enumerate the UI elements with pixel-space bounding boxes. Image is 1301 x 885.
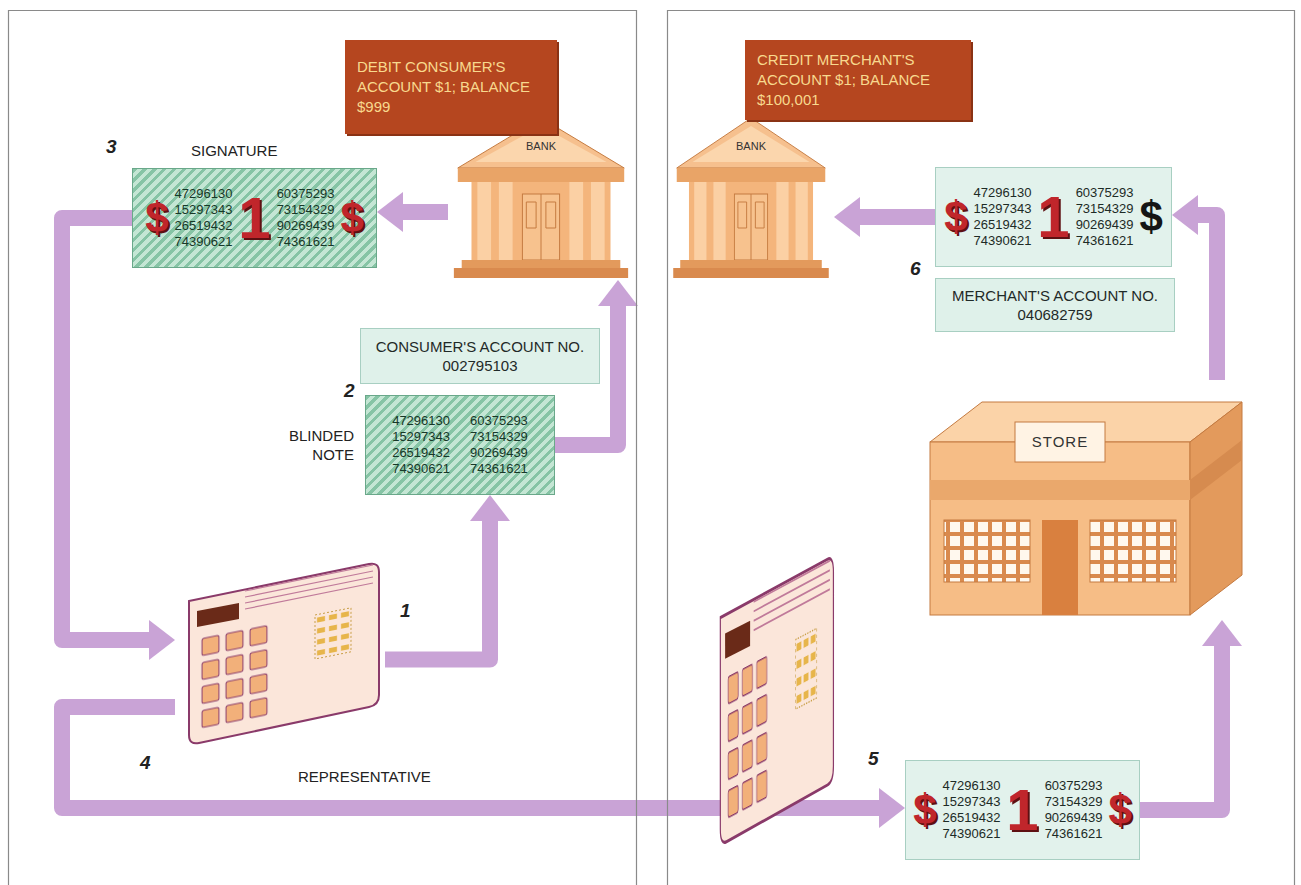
bank-building: BANK [668,110,834,280]
callout-number: 2 [344,380,355,402]
note-face: $47296130 15297343 26519432 743906211603… [145,186,364,250]
denomination: 1 [1006,781,1038,839]
dollar-symbol: $ [944,196,967,238]
panel-frames [9,11,1295,885]
callout-number: 4 [140,752,151,774]
callout-number: 6 [910,258,921,280]
arrow-band [385,519,490,660]
arrow-head [1172,195,1198,235]
serial-numbers: 60375293 73154329 90269439 74361621 [1045,778,1103,842]
arrow-head [149,620,175,660]
denomination: 1 [1037,188,1069,246]
note-face: $47296130 15297343 26519432 743906211603… [944,185,1163,249]
store-building: STORE [920,380,1250,620]
bank-shape [448,110,634,280]
arrow-head [470,495,510,521]
account-text: CONSUMER'S ACCOUNT NO. 002795103 [373,337,587,375]
flow-arrow [385,495,510,660]
digital-note: BLINDED NOTE47296130 15297343 26519432 7… [365,395,555,495]
arrow-head [377,192,403,232]
flow-arrow [377,192,448,232]
note-face: 47296130 15297343 26519432 74390621 60375… [392,413,528,477]
flow-arrow [62,218,175,660]
serial-numbers: 47296130 15297343 26519432 74390621 [392,413,450,477]
representative-card: REPRESENTATIVE [175,555,385,745]
arrow-head [834,197,860,237]
note-heading: BLINDED NOTE [262,426,354,464]
bank-instruction: CREDIT MERCHANT'S ACCOUNT $1; BALANCE $1… [745,40,971,120]
callout-number: 1 [400,600,411,622]
instruction-text: CREDIT MERCHANT'S ACCOUNT $1; BALANCE $1… [757,50,959,110]
denomination: 1 [238,189,270,247]
dollar-symbol: $ [1108,789,1131,831]
arrow-band [401,204,448,220]
bank-building: BANK [448,110,634,280]
arrow-head [598,280,638,306]
digital-note: SIGNATURE$47296130 15297343 26519432 743… [132,168,377,268]
flow-arrow [1140,620,1242,810]
flow-arrow [1172,195,1217,380]
serial-numbers: 47296130 15297343 26519432 74390621 [175,186,233,250]
arrow-band [62,218,151,640]
bank-shape [668,110,834,280]
arrow-head [1202,620,1242,646]
bank-instruction: DEBIT CONSUMER'S ACCOUNT $1; BALANCE $99… [345,40,557,134]
dollar-symbol: $ [145,197,168,239]
merchant-card [720,559,833,843]
note-face: $47296130 15297343 26519432 743906211603… [913,778,1132,842]
serial-numbers: 47296130 15297343 26519432 74390621 [974,185,1032,249]
store-sign: STORE [1015,429,1105,455]
dollar-symbol: $ [1139,196,1162,238]
dollar-symbol: $ [913,789,936,831]
card-caption: REPRESENTATIVE [298,767,431,786]
arrow-head [879,788,905,828]
digital-note: $47296130 15297343 26519432 743906211603… [935,167,1172,267]
arrow-band [1196,215,1217,380]
callout-number: 3 [106,136,117,158]
store-shape [920,380,1250,620]
note-heading: SIGNATURE [191,141,277,160]
serial-numbers: 60375293 73154329 90269439 74361621 [470,413,528,477]
digital-note: $47296130 15297343 26519432 743906211603… [905,760,1140,860]
card-shape [175,555,385,745]
serial-numbers: 60375293 73154329 90269439 74361621 [277,186,335,250]
account-box: MERCHANT'S ACCOUNT NO. 040682759 [935,278,1175,332]
bank-label: BANK [668,140,834,153]
flow-arrow [834,197,935,237]
serial-numbers: 60375293 73154329 90269439 74361621 [1076,185,1134,249]
instruction-text: DEBIT CONSUMER'S ACCOUNT $1; BALANCE $99… [357,57,545,117]
account-box: CONSUMER'S ACCOUNT NO. 002795103 [360,328,600,384]
serial-numbers: 47296130 15297343 26519432 74390621 [943,778,1001,842]
arrow-band [858,209,935,225]
dollar-symbol: $ [340,197,363,239]
arrow-band [1140,644,1222,810]
callout-number: 5 [868,748,879,770]
bank-label: BANK [448,140,634,153]
account-text: MERCHANT'S ACCOUNT NO. 040682759 [948,286,1162,324]
